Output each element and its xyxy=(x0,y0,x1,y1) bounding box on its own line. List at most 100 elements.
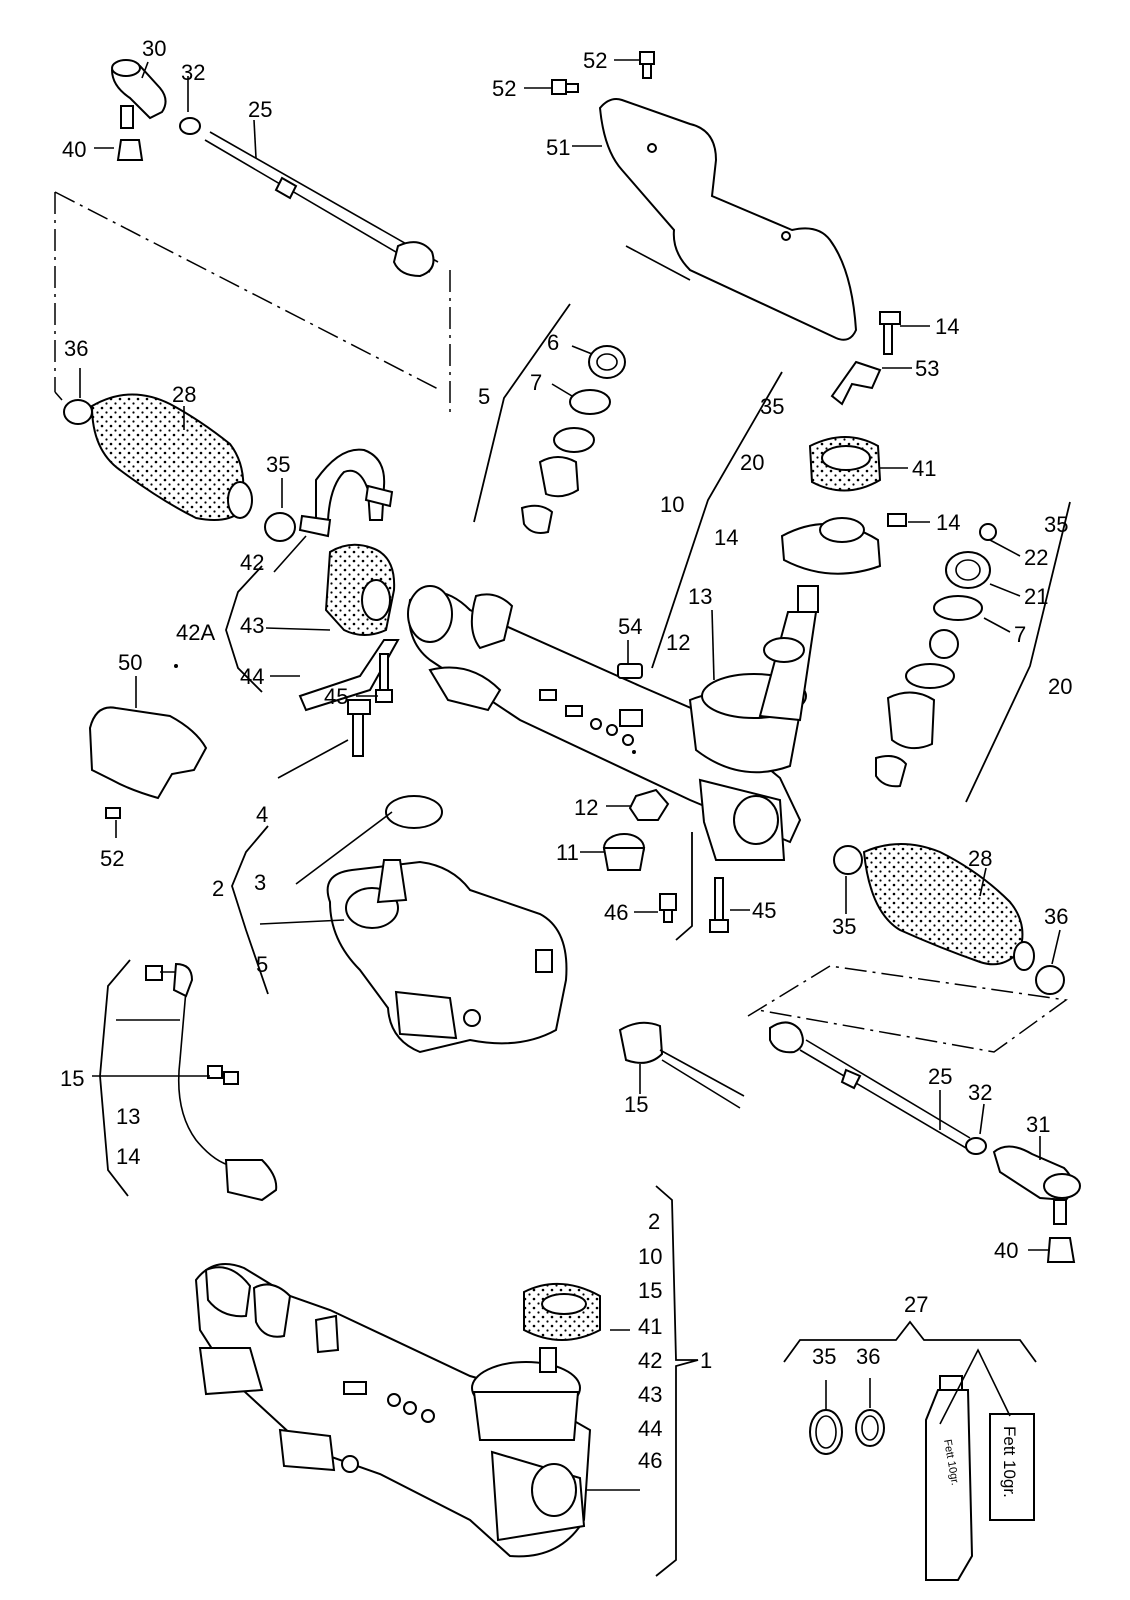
cap-11 xyxy=(602,833,646,871)
plug-54 xyxy=(617,663,643,727)
bolt-4 xyxy=(347,699,371,757)
callout-15-a: 15 xyxy=(60,1066,84,1091)
callout-44-b: 44 xyxy=(638,1416,662,1441)
callout-52-a: 52 xyxy=(583,48,607,73)
tie-rod-end-right xyxy=(992,1145,1081,1263)
tie-rod-right xyxy=(769,1021,987,1155)
callout-21: 21 xyxy=(1024,584,1048,609)
callout-4: 4 xyxy=(256,802,268,827)
stray-dot xyxy=(632,750,636,754)
callout-54: 54 xyxy=(618,614,642,639)
callout-11: 11 xyxy=(556,840,579,865)
clamp-kit-35 xyxy=(809,1409,843,1455)
bracket-53 xyxy=(830,311,901,406)
clamp-right-35 xyxy=(833,845,863,875)
callout-45-b: 45 xyxy=(752,898,776,923)
callout-36-b: 36 xyxy=(1044,904,1068,929)
callout-36-c: 36 xyxy=(856,1344,880,1369)
callout-14-a: 14 xyxy=(935,314,959,339)
callout-42: 42 xyxy=(240,550,264,575)
clamp-kit-36 xyxy=(855,1409,885,1447)
callout-12-b: 12 xyxy=(574,795,598,820)
wiring-harness-left xyxy=(145,962,278,1202)
bush-43 xyxy=(324,543,396,636)
callout-44: 44 xyxy=(240,664,264,689)
bolt-46 xyxy=(659,893,677,923)
callout-25-b: 25 xyxy=(928,1064,952,1089)
callout-40-b: 40 xyxy=(994,1238,1018,1263)
callout-40: 40 xyxy=(62,137,86,162)
group-5-parts xyxy=(520,345,626,534)
screw-45-left xyxy=(375,653,393,703)
callout-12-a: 12 xyxy=(666,630,690,655)
clamp-plate-44 xyxy=(298,639,400,712)
mount-plate-14 xyxy=(780,513,907,575)
bracket-42 xyxy=(298,448,394,538)
callout-20-a: 20 xyxy=(740,450,764,475)
callout-36-a: 36 xyxy=(64,336,88,361)
callout-52-b: 52 xyxy=(492,76,516,101)
callout-13-b: 13 xyxy=(116,1104,140,1129)
callout-51: 51 xyxy=(546,135,570,160)
callout-46-a: 46 xyxy=(604,900,628,925)
callout-30: 30 xyxy=(142,36,166,61)
dashed-line-right xyxy=(747,965,1068,1053)
callout-3: 3 xyxy=(254,870,266,895)
steering-rack-housing xyxy=(407,585,802,844)
bolt-52-top xyxy=(639,51,655,79)
callout-45-a: 45 xyxy=(324,684,348,709)
grease-label-text: Fett 10gr. xyxy=(1000,1426,1019,1498)
bolt-52-left xyxy=(551,79,579,95)
callout-41-a: 41 xyxy=(912,456,936,481)
callout-35-e: 35 xyxy=(812,1344,836,1369)
callout-labels: 30 32 25 40 52 52 51 14 53 36 28 6 7 5 3… xyxy=(60,36,1072,1473)
callout-28-a: 28 xyxy=(172,382,196,407)
callout-13-a: 13 xyxy=(688,584,712,609)
callout-42A: 42A xyxy=(176,620,215,645)
grease-label-box xyxy=(989,1413,1035,1521)
leader-lines xyxy=(79,59,1061,1491)
callout-50: 50 xyxy=(118,650,142,675)
o-ring-3 xyxy=(385,795,443,829)
callout-22: 22 xyxy=(1024,545,1048,570)
damper-41-lower xyxy=(523,1282,601,1341)
callout-35-d: 35 xyxy=(832,914,856,939)
servo-motor xyxy=(326,859,568,1054)
callout-42-b: 42 xyxy=(638,1348,662,1373)
callout-35-c: 35 xyxy=(266,452,290,477)
boot-left xyxy=(63,393,253,521)
callout-32: 32 xyxy=(181,60,205,85)
callout-27: 27 xyxy=(904,1292,928,1317)
clamp-left xyxy=(264,512,296,542)
callout-10-b: 10 xyxy=(638,1244,662,1269)
stray-dot xyxy=(174,664,178,668)
boot-right xyxy=(862,843,1035,971)
callout-15-c: 15 xyxy=(638,1278,662,1303)
callout-31: 31 xyxy=(1026,1112,1050,1137)
callout-7-b: 7 xyxy=(1014,622,1026,647)
dashed-line-upper-left xyxy=(54,191,451,418)
braces xyxy=(99,303,1071,1577)
pinion-shaft xyxy=(758,585,819,722)
callout-35-b: 35 xyxy=(1044,512,1068,537)
callout-1: 1 xyxy=(700,1348,712,1373)
callout-10-a: 10 xyxy=(660,492,684,517)
screw-45-center xyxy=(709,877,729,933)
callout-14-c: 14 xyxy=(936,510,960,535)
callout-52-c: 52 xyxy=(100,846,124,871)
cover-50 xyxy=(88,706,208,819)
callout-41-b: 41 xyxy=(638,1314,662,1339)
callout-14-d: 14 xyxy=(116,1144,140,1169)
connector-15 xyxy=(618,1021,745,1109)
nut-12 xyxy=(628,788,670,821)
callout-32-b: 32 xyxy=(968,1080,992,1105)
callout-2-a: 2 xyxy=(212,876,224,901)
pinion-lower xyxy=(471,1347,586,1542)
callout-20-b: 20 xyxy=(1048,674,1072,699)
callout-25: 25 xyxy=(248,97,272,122)
callout-43: 43 xyxy=(240,613,264,638)
tie-rod-left xyxy=(204,131,439,278)
tie-rod-end-left xyxy=(110,59,201,161)
callout-14-b: 14 xyxy=(714,525,738,550)
